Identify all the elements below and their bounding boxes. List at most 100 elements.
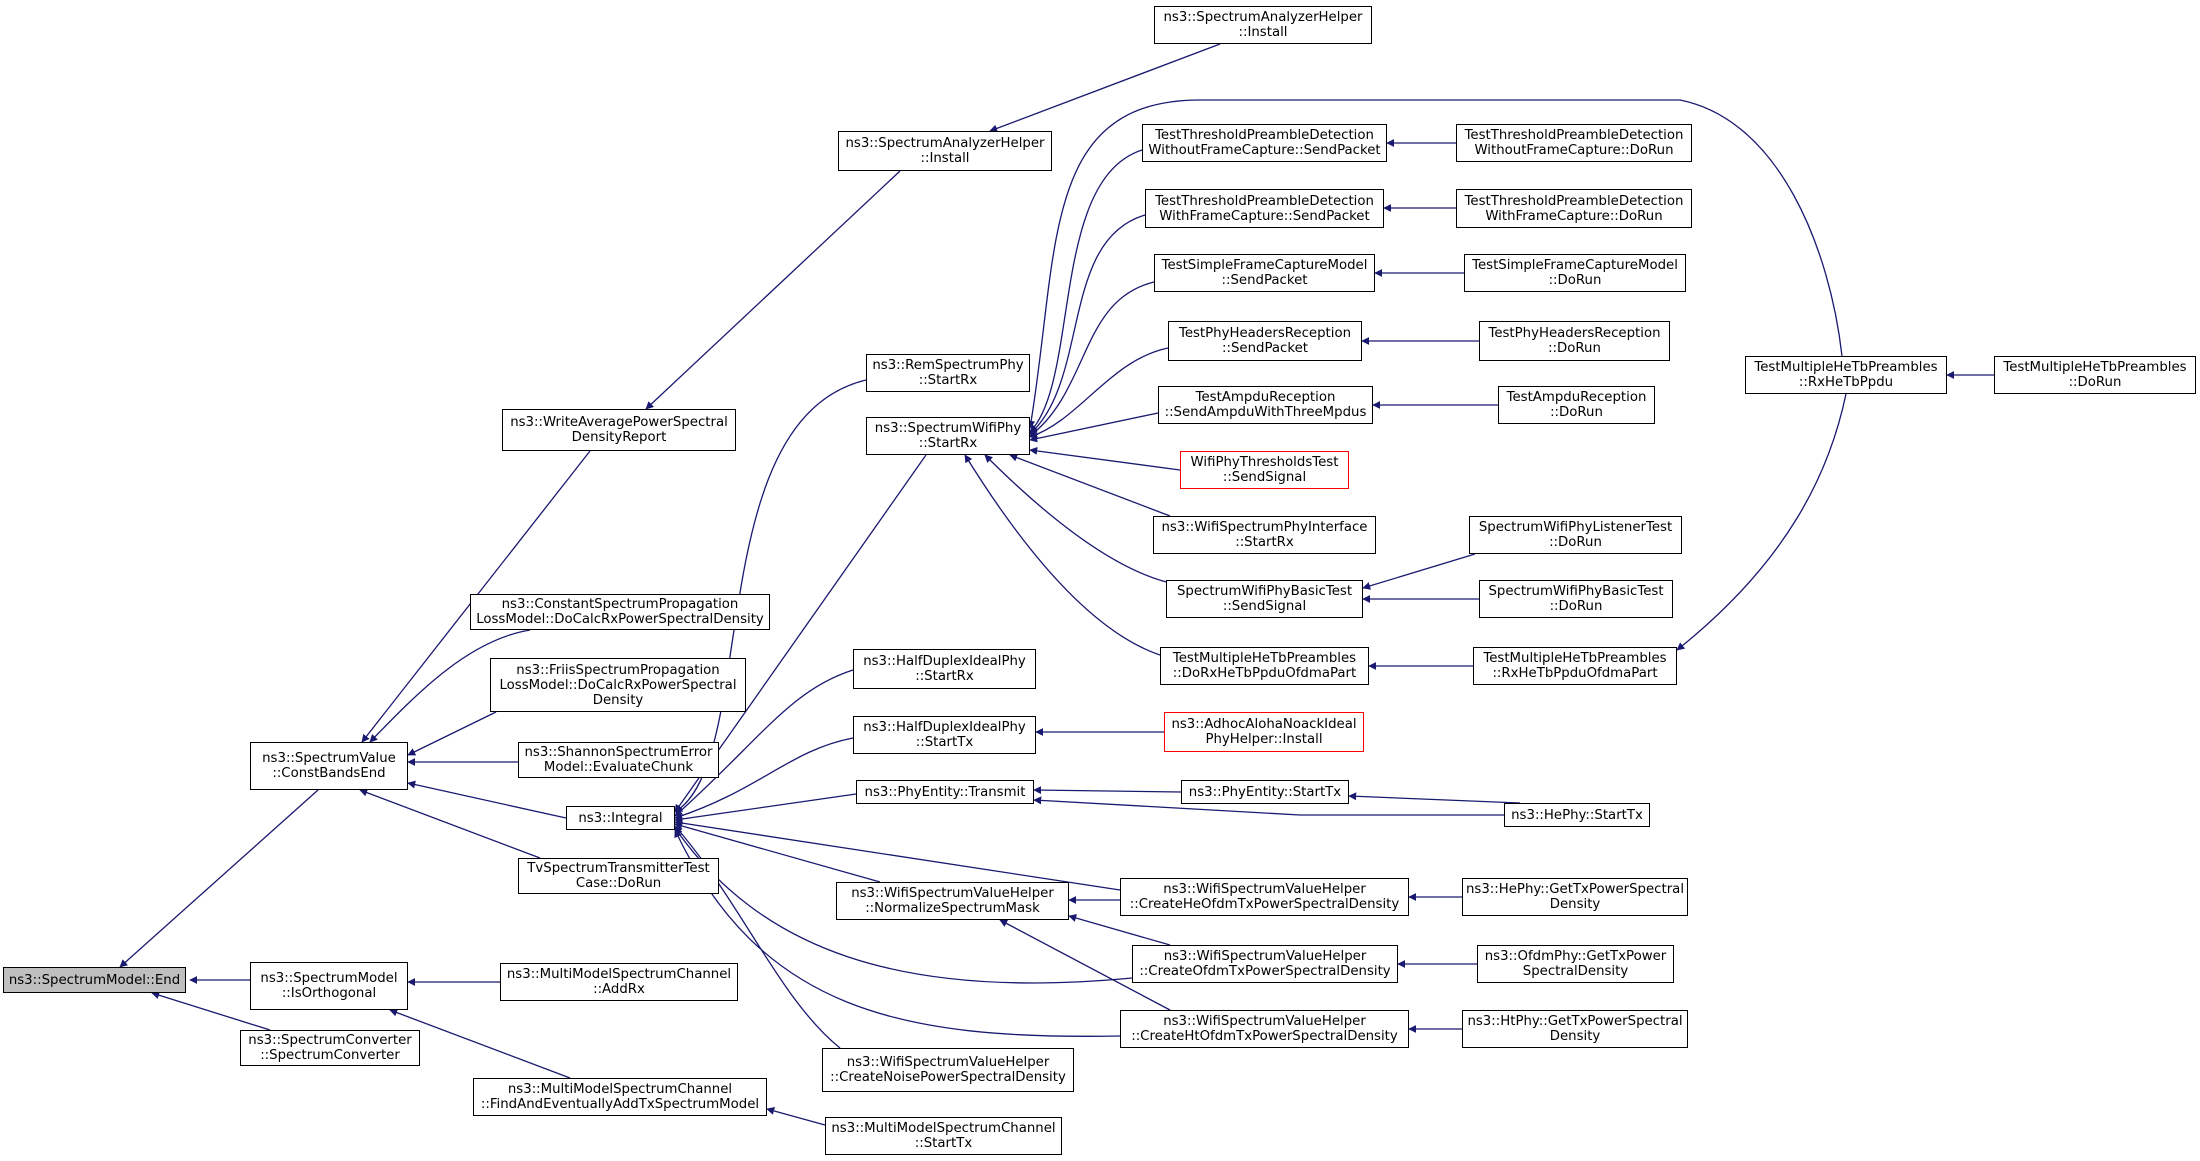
node-label-line: TestAmpduReception <box>1195 390 1336 405</box>
node-label-line: ::RxHeTbPpduOfdmaPart <box>1492 666 1658 681</box>
node-tampdu-run[interactable]: TestAmpduReception::DoRun <box>1498 386 1655 424</box>
node-tmhtrx[interactable]: TestMultipleHeTbPreambles::RxHeTbPpdu <box>1745 356 1947 394</box>
edge-spconv-to-end <box>151 991 271 1031</box>
node-label-line: ::FindAndEventuallyAddTxSpectrumModel <box>480 1097 760 1112</box>
node-label-line: Density <box>1549 1029 1601 1044</box>
node-tmhtpofdma[interactable]: TestMultipleHeTbPreambles::DoRxHeTbPpduO… <box>1160 647 1369 685</box>
edge-ofdm-to-normmask <box>1068 914 1171 946</box>
node-tmhtrxofdma[interactable]: TestMultipleHeTbPreambles::RxHeTbPpduOfd… <box>1473 647 1677 685</box>
edge-htofdm-to-normmask <box>999 919 1171 1011</box>
node-label-line: ns3::HtPhy::GetTxPowerSpectral <box>1467 1014 1683 1029</box>
node-sahinst2[interactable]: ns3::SpectrumAnalyzerHelper::Install <box>838 131 1052 171</box>
node-label-line: TestAmpduReception <box>1506 390 1647 405</box>
node-mmfind[interactable]: ns3::MultiModelSpectrumChannel::FindAndE… <box>473 1078 767 1116</box>
edge-mmstarttx-to-mmfind <box>766 1107 826 1126</box>
node-swpbt-run[interactable]: SpectrumWifiPhyBasicTest::DoRun <box>1479 580 1673 618</box>
node-label-line: ::AddRx <box>593 982 645 997</box>
node-label-line: ns3::ConstantSpectrumPropagation <box>501 597 739 612</box>
node-wspi[interactable]: ns3::WifiSpectrumPhyInterface::StartRx <box>1153 516 1376 554</box>
node-htofdm[interactable]: ns3::WifiSpectrumValueHelper::CreateHtOf… <box>1120 1010 1409 1048</box>
edge-sahinst1-to-sahinst2 <box>989 43 1221 133</box>
node-hestarttx[interactable]: ns3::HePhy::StartTx <box>1504 803 1650 827</box>
node-label-line: TestPhyHeadersReception <box>1178 326 1352 341</box>
node-swpbt[interactable]: SpectrumWifiPhyBasicTest::SendSignal <box>1166 580 1363 618</box>
node-pestarttx[interactable]: ns3::PhyEntity::StartTx <box>1181 780 1349 804</box>
node-tsfcm[interactable]: TestSimpleFrameCaptureModel::SendPacket <box>1154 254 1375 292</box>
edge-integral-to-cbe <box>407 780 567 819</box>
node-label-line: ns3::MultiModelSpectrumChannel <box>506 967 732 982</box>
node-label-line: ::SendAmpduWithThreeMpdus <box>1164 405 1367 420</box>
node-label-line: ns3::PhyEntity::StartTx <box>1188 784 1342 800</box>
node-heofdm[interactable]: ns3::WifiSpectrumValueHelper::CreateHeOf… <box>1120 878 1409 916</box>
node-label-line: ::ConstBandsEnd <box>272 766 386 781</box>
edge-hestarttx-to-petransmit <box>1033 796 1504 816</box>
node-spconv[interactable]: ns3::SpectrumConverter::SpectrumConverte… <box>240 1030 420 1066</box>
edge-sahinst2-to-wapsdr <box>645 170 901 410</box>
node-label-line: ns3::AdhocAlohaNoackIdeal <box>1171 717 1357 732</box>
node-integral[interactable]: ns3::Integral <box>566 806 675 830</box>
node-label-line: SpectralDensity <box>1522 964 1629 979</box>
edge-tmhtrx-to-tmhtrxofdma <box>1676 393 1847 651</box>
node-normmask[interactable]: ns3::WifiSpectrumValueHelper::NormalizeS… <box>836 882 1069 920</box>
edge-constprop-to-cbe <box>369 629 531 743</box>
node-label-line: ::CreateHeOfdmTxPowerSpectralDensity <box>1129 897 1400 912</box>
node-hdstarttx[interactable]: ns3::HalfDuplexIdealPhy::StartTx <box>853 716 1036 754</box>
node-swpstartrx[interactable]: ns3::SpectrumWifiPhy::StartRx <box>866 417 1030 455</box>
node-hdstartrx[interactable]: ns3::HalfDuplexIdealPhy::StartRx <box>853 649 1036 689</box>
edge-htofdm-to-integral <box>674 829 1121 1037</box>
node-label-line: TestMultipleHeTbPreambles <box>2003 360 2187 375</box>
node-petransmit[interactable]: ns3::PhyEntity::Transmit <box>856 780 1034 804</box>
node-label-line: ns3::HePhy::StartTx <box>1511 807 1643 823</box>
node-label-line: ::DoRun <box>1549 535 1602 550</box>
edge-tmhtrx-to-swpstartrx <box>1027 99 1843 429</box>
node-label-line: Model::EvaluateChunk <box>543 760 694 775</box>
node-label-line: ns3::SpectrumAnalyzerHelper <box>1163 10 1363 25</box>
edge-hdstartrx-to-integral <box>674 669 854 817</box>
node-tphr[interactable]: TestPhyHeadersReception::SendPacket <box>1168 321 1362 361</box>
node-ofdm[interactable]: ns3::WifiSpectrumValueHelper::CreateOfdm… <box>1132 945 1398 983</box>
node-noisepsd[interactable]: ns3::WifiSpectrumValueHelper::CreateNois… <box>822 1048 1074 1092</box>
node-label-line: TestPhyHeadersReception <box>1488 326 1661 341</box>
node-tsfcm-run[interactable]: TestSimpleFrameCaptureModel::DoRun <box>1464 254 1686 292</box>
node-wptt[interactable]: WifiPhyThresholdsTest::SendSignal <box>1180 451 1349 489</box>
node-label-line: ::SendSignal <box>1222 470 1307 485</box>
node-label-line: TestSimpleFrameCaptureModel <box>1161 258 1368 273</box>
node-label-line: ::StartRx <box>918 436 978 451</box>
node-isorth[interactable]: ns3::SpectrumModel::IsOrthogonal <box>250 962 408 1010</box>
node-label-line: TestThresholdPreambleDetection <box>1155 193 1374 209</box>
node-sahinst1[interactable]: ns3::SpectrumAnalyzerHelper::Install <box>1154 6 1372 44</box>
node-label-line: PhyHelper::Install <box>1205 732 1323 747</box>
node-mmstarttx[interactable]: ns3::MultiModelSpectrumChannel::StartTx <box>825 1117 1062 1155</box>
node-tphr-run[interactable]: TestPhyHeadersReception::DoRun <box>1479 321 1670 361</box>
node-label-line: Density <box>592 692 644 708</box>
node-label-line: Density <box>1549 897 1601 912</box>
node-label-line: ::Install <box>1238 25 1288 40</box>
node-tmhtrun[interactable]: TestMultipleHeTbPreambles::DoRun <box>1994 356 2196 394</box>
edge-friis-to-cbe <box>407 711 497 756</box>
node-cbe[interactable]: ns3::SpectrumValue::ConstBandsEnd <box>250 742 408 790</box>
edge-ttpdw-to-swpstartrx <box>1029 214 1146 435</box>
edge-pestarttx-to-petransmit <box>1033 786 1182 795</box>
node-swplt-run[interactable]: SpectrumWifiPhyListenerTest::DoRun <box>1469 516 1682 554</box>
node-label-line: ns3::MultiModelSpectrumChannel <box>507 1082 733 1097</box>
node-label-line: ::StartTx <box>914 1136 973 1151</box>
node-label-line: DensityReport <box>571 430 667 445</box>
node-label-line: ::CreateNoisePowerSpectralDensity <box>830 1070 1066 1085</box>
node-tampdu[interactable]: TestAmpduReception::SendAmpduWithThreeMp… <box>1158 386 1373 424</box>
node-remstartrx[interactable]: ns3::RemSpectrumPhy::StartRx <box>866 354 1030 392</box>
node-mmaddrx[interactable]: ns3::MultiModelSpectrumChannel::AddRx <box>500 963 738 1001</box>
